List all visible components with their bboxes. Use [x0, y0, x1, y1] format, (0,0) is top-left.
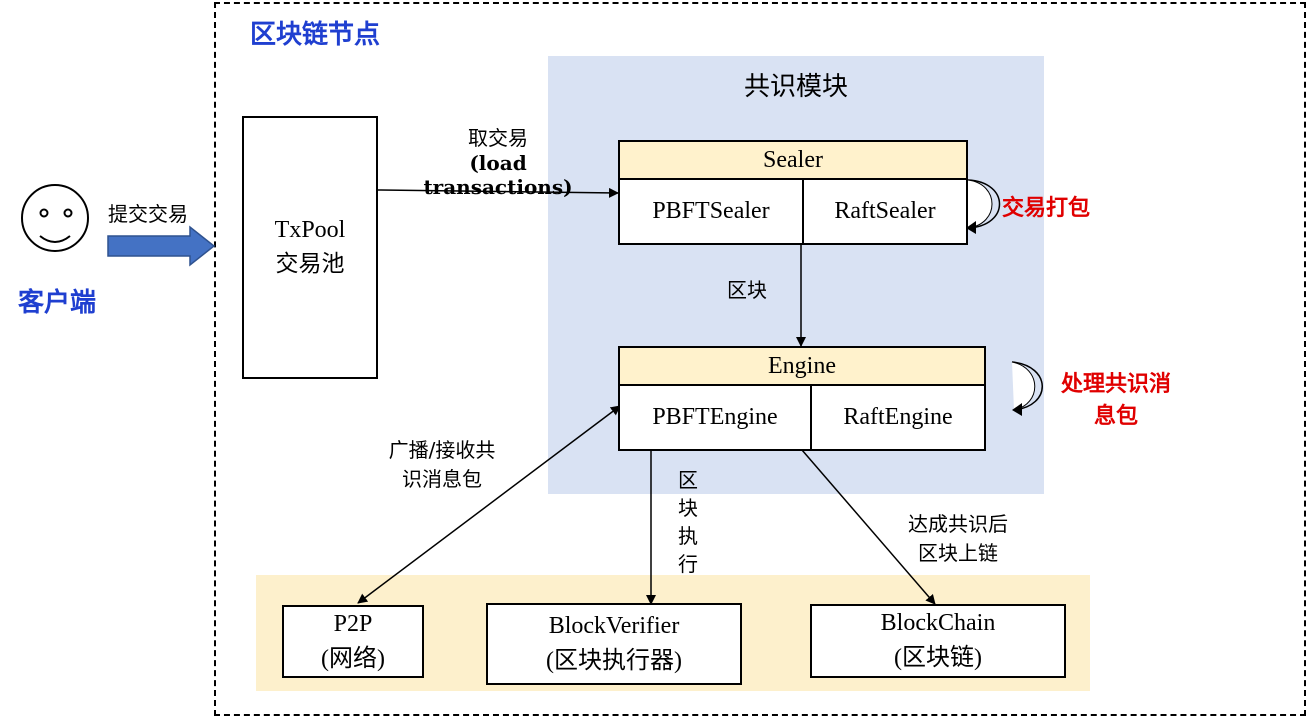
- engine-note-line1: 处理共识消: [1060, 372, 1171, 397]
- sealer-note: 交易打包: [1002, 196, 1091, 221]
- p2p-box: P2P (网络): [282, 605, 424, 678]
- sealer-header: Sealer: [618, 140, 968, 180]
- engine-note-line2: 息包: [1093, 404, 1138, 429]
- engine-note: 处理共识消 息包: [1050, 366, 1182, 430]
- node-title: 区块链节点: [250, 20, 381, 50]
- block-exec-char: 行: [678, 552, 698, 576]
- raft-engine: RaftEngine: [810, 384, 986, 451]
- client-label: 客户端: [18, 288, 97, 318]
- blockchain-box: BlockChain (区块链): [810, 604, 1066, 678]
- commit-arrow: [801, 449, 936, 605]
- client-smiley-icon: [21, 184, 89, 252]
- blockchain-cn: (区块链): [894, 645, 982, 671]
- block-exec-char: 区: [678, 468, 698, 492]
- block-verifier-box: BlockVerifier (区块执行器): [486, 603, 742, 685]
- pbft-sealer: PBFTSealer: [618, 178, 804, 245]
- load-tx-en: (load transactions): [423, 151, 573, 199]
- txpool-name: TxPool: [274, 217, 346, 243]
- commit-line1: 达成共识后: [908, 512, 1008, 536]
- block-label: 区块: [727, 278, 767, 302]
- block-exec-char: 块: [678, 496, 698, 520]
- sealer-loop-icon: [966, 179, 1001, 234]
- verifier-name: BlockVerifier: [548, 613, 680, 639]
- engine-header: Engine: [618, 346, 986, 386]
- load-tx-cn: 取交易: [468, 126, 528, 150]
- broadcast-line2: 识消息包: [402, 467, 482, 491]
- broadcast-line1: 广播/接收共: [388, 438, 496, 462]
- consensus-title: 共识模块: [743, 72, 848, 102]
- p2p-cn: (网络): [321, 645, 385, 672]
- broadcast-label: 广播/接收共 识消息包: [362, 434, 522, 492]
- broadcast-arrow: [357, 405, 621, 604]
- load-tx-arrow: [377, 187, 619, 198]
- blockchain-node-frame: [214, 2, 1306, 716]
- submit-arrow-icon: [107, 225, 216, 267]
- load-tx-label: 取交易 (load transactions): [392, 122, 604, 199]
- verifier-cn: (区块执行器): [546, 648, 682, 674]
- txpool-cn: 交易池: [275, 251, 345, 277]
- submit-tx-label: 提交交易: [108, 202, 188, 226]
- raft-sealer: RaftSealer: [802, 178, 968, 245]
- txpool-box: TxPool 交易池: [242, 116, 378, 379]
- commit-line2: 区块上链: [918, 541, 998, 565]
- p2p-name: P2P: [333, 610, 373, 637]
- block-exec-char: 执: [678, 524, 698, 548]
- blockchain-name: BlockChain: [880, 610, 996, 636]
- block-exec-label: 区 块 执 行: [672, 466, 704, 578]
- pbft-engine: PBFTEngine: [618, 384, 812, 451]
- commit-label: 达成共识后 区块上链: [884, 508, 1032, 566]
- engine-loop-icon: [1011, 361, 1043, 416]
